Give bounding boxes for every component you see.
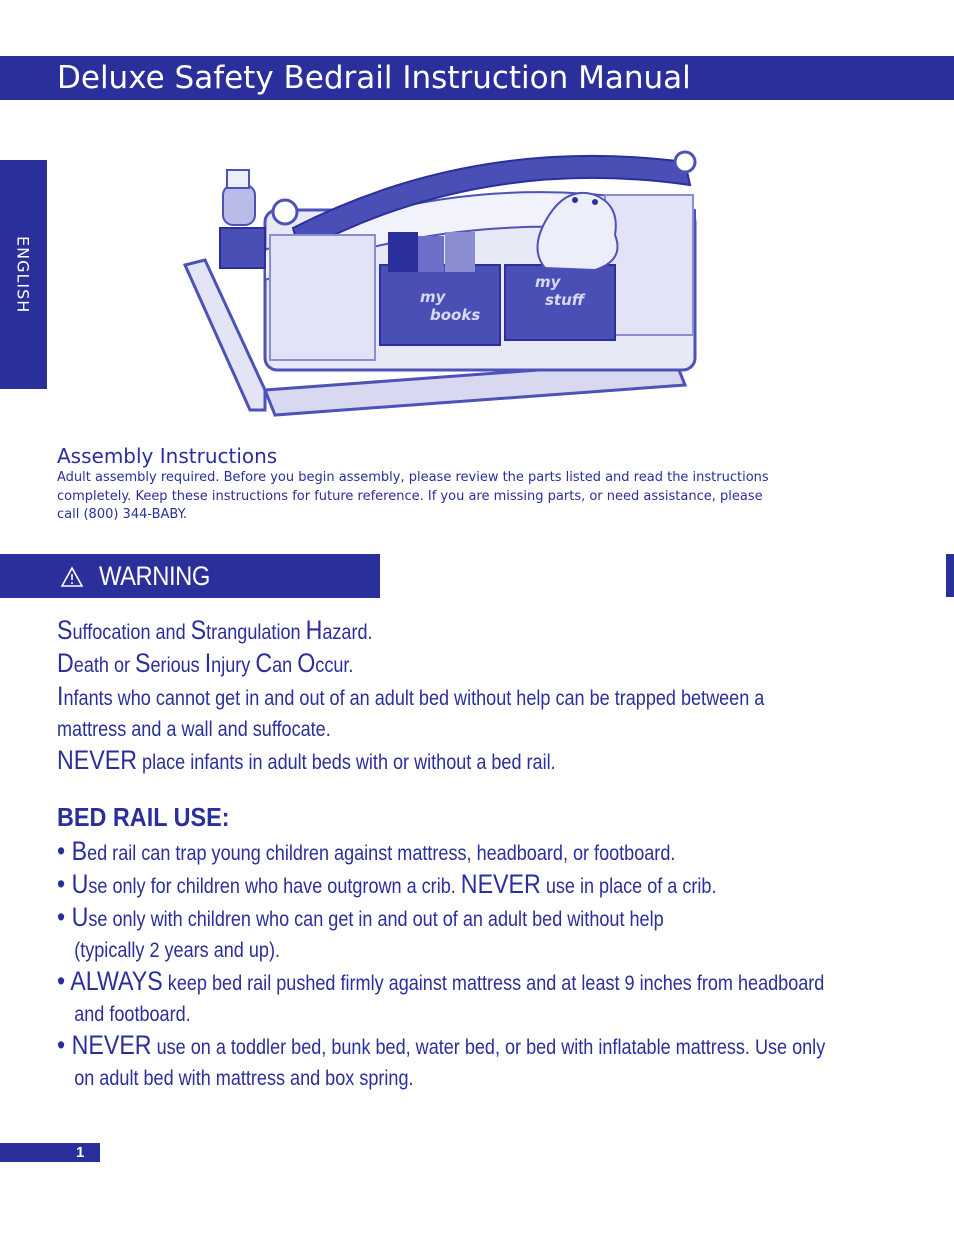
- list-item-continuation: (typically 2 years and up).: [57, 935, 814, 966]
- warning-triangle-icon: [60, 566, 84, 587]
- warning-text-segment: eath or: [73, 654, 136, 677]
- page-number: 1: [76, 1144, 85, 1161]
- warning-text: Suffocation and Strangulation Hazard. De…: [57, 615, 917, 778]
- emphasis-word: • NEVER: [57, 1030, 152, 1060]
- list-text: and footboard.: [74, 1003, 191, 1026]
- warning-text-segment: erious: [150, 654, 205, 677]
- warning-text-segment: ccur.: [315, 654, 354, 677]
- assembly-text: Adult assembly required. Before you begi…: [57, 469, 827, 525]
- assembly-line: Adult assembly required. Before you begi…: [57, 470, 769, 485]
- warning-line: Death or Serious Injury Can Occur.: [57, 648, 797, 681]
- assembly-line: completely. Keep these instructions for …: [57, 488, 763, 504]
- bullet-initial: • U: [57, 869, 89, 899]
- list-item-continuation: on adult bed with mattress and box sprin…: [57, 1063, 814, 1094]
- warning-line: Infants who cannot get in and out of an …: [57, 681, 797, 714]
- warning-label: WARNING: [99, 561, 210, 591]
- warning-line: mattress and a wall and suffocate.: [57, 714, 797, 745]
- list-text: (typically 2 years and up).: [74, 939, 280, 962]
- list-item: • Use only for children who have outgrow…: [57, 869, 814, 902]
- list-text: se only for children who have outgrown a…: [88, 875, 461, 898]
- warning-line: NEVER place infants in adult beds with o…: [57, 745, 797, 778]
- initial-cap: I: [57, 681, 64, 711]
- warning-text-segment: njury: [211, 654, 256, 677]
- list-text: keep bed rail pushed firmly against matt…: [162, 972, 825, 995]
- warning-text-segment: mattress and a wall and suffocate.: [57, 718, 331, 741]
- language-label: ENGLISH: [13, 235, 33, 314]
- list-item: • NEVER use on a toddler bed, bunk bed, …: [57, 1030, 825, 1063]
- list-text: use on a toddler bed, bunk bed, water be…: [151, 1036, 826, 1059]
- bullet-initial: • B: [57, 836, 88, 866]
- initial-cap: O: [297, 648, 316, 678]
- bed-rail-use-list: • Bed rail can trap young children again…: [57, 836, 937, 1094]
- emphasis-word: NEVER: [460, 869, 541, 899]
- initial-cap: S: [57, 615, 73, 645]
- warning-text-segment: trangulation: [206, 621, 306, 644]
- header-bar: Deluxe Safety Bedrail Instruction Manual: [0, 56, 954, 100]
- initial-cap: D: [57, 648, 74, 678]
- warning-bar: WARNING: [0, 554, 380, 598]
- list-text: on adult bed with mattress and box sprin…: [74, 1067, 414, 1090]
- warning-text-segment: nfants who cannot get in and out of an a…: [63, 687, 765, 710]
- list-item: • Bed rail can trap young children again…: [57, 836, 814, 869]
- list-text: se only with children who can get in and…: [88, 908, 664, 931]
- edge-tab: [946, 554, 954, 597]
- warning-text-segment: an: [272, 654, 298, 677]
- list-item: • ALWAYS keep bed rail pushed firmly aga…: [57, 966, 824, 999]
- emphasis-word: NEVER: [57, 745, 138, 775]
- bed-rail-use-heading: BED RAIL USE:: [57, 802, 230, 832]
- initial-cap: S: [135, 648, 151, 678]
- initial-cap: H: [305, 615, 323, 645]
- initial-cap: I: [204, 648, 212, 678]
- warning-text-segment: uffocation and: [72, 621, 191, 644]
- list-text: ed rail can trap young children against …: [87, 842, 676, 865]
- warning-text-segment: azard.: [322, 621, 373, 644]
- bedrail-illustration: my books my stuff: [182, 150, 697, 417]
- pocket-left-label-2: books: [430, 306, 480, 324]
- list-item: • Use only with children who can get in …: [57, 902, 814, 935]
- initial-cap: C: [255, 648, 273, 678]
- pocket-right-label-1: my: [535, 273, 562, 291]
- page-number-bar: 1: [0, 1143, 100, 1162]
- emphasis-word: • ALWAYS: [57, 966, 163, 996]
- pocket-right-label-2: stuff: [545, 291, 586, 309]
- pocket-left-label-1: my: [420, 288, 447, 306]
- assembly-line: call (800) 344-BABY.: [57, 507, 188, 522]
- language-tab: ENGLISH: [0, 160, 47, 389]
- initial-cap: S: [190, 615, 207, 645]
- warning-line: Suffocation and Strangulation Hazard.: [57, 615, 797, 648]
- warning-text-segment: place infants in adult beds with or with…: [137, 751, 556, 774]
- list-text: use in place of a crib.: [540, 875, 717, 898]
- bullet-initial: • U: [57, 902, 89, 932]
- assembly-heading: Assembly Instructions: [57, 444, 278, 468]
- list-item-continuation: and footboard.: [57, 999, 814, 1030]
- page-title: Deluxe Safety Bedrail Instruction Manual: [57, 60, 691, 96]
